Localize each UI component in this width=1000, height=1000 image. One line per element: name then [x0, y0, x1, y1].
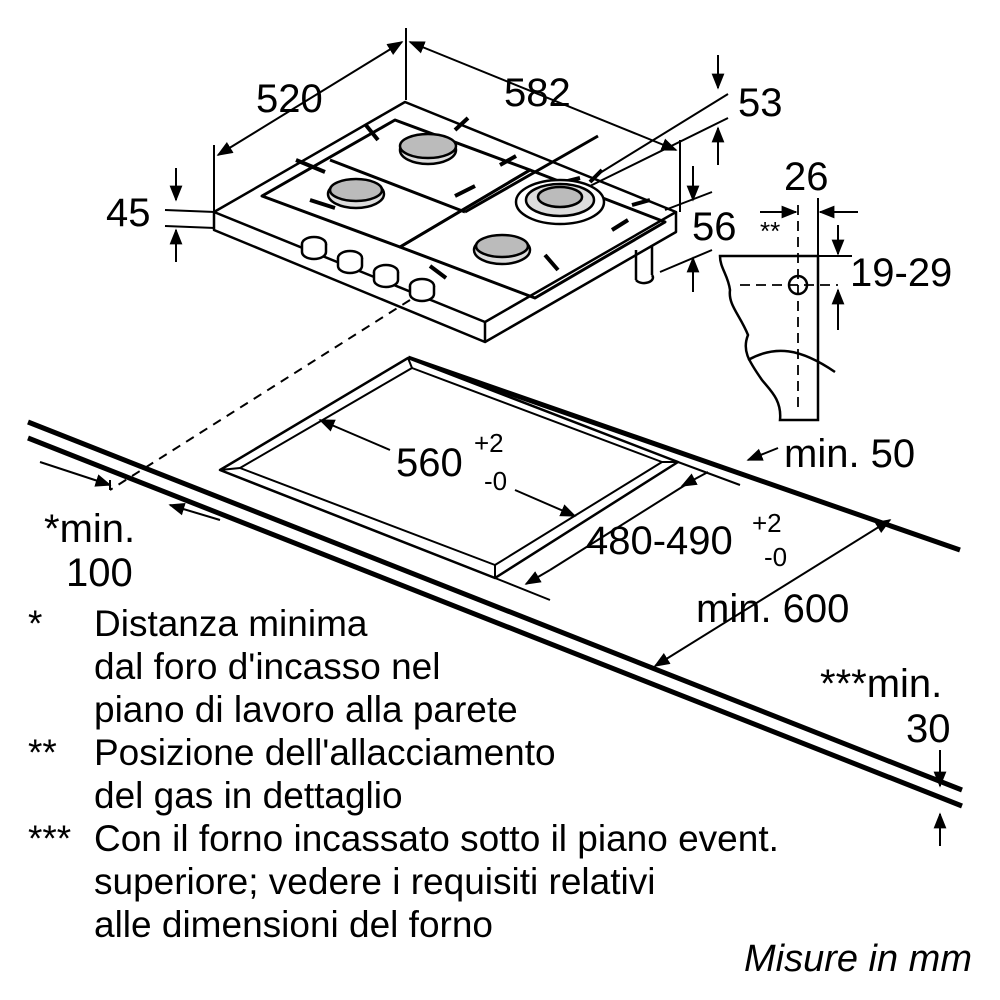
dim-gas-height: 19-29: [850, 251, 952, 295]
dim-min-depth: min. 600: [696, 587, 849, 631]
footnote-marker: ***: [28, 818, 72, 859]
dim-depth: 520: [256, 77, 323, 121]
dim-height: 45: [106, 191, 151, 235]
dim-wall-min-label: *min.: [44, 507, 135, 551]
dim-cutout-width-tol-minus: -0: [484, 466, 507, 496]
hob-dimension-lines: [164, 28, 729, 292]
footnotes: * Distanza minima dal foro d'incasso nel…: [28, 602, 968, 946]
footnote-wall-distance: * Distanza minima dal foro d'incasso nel…: [28, 602, 968, 731]
dim-oven-min-value: 30: [906, 707, 951, 751]
worktop-back-edge: [407, 355, 961, 553]
dim-min-back: min. 50: [784, 432, 915, 476]
hob-top-plate: [212, 100, 678, 324]
units-label: Misure in mm: [743, 938, 972, 980]
dim-side-height: 56: [692, 205, 737, 249]
footnote-text: Distanza minima dal foro d'incasso nel p…: [94, 603, 518, 730]
dim-cutout-width: 560: [396, 441, 463, 485]
footnote-marker: **: [28, 732, 57, 773]
worktop-front-edge-top: [27, 419, 963, 793]
control-knobs: [300, 235, 436, 303]
hob-profile-section: [718, 254, 820, 422]
gas-connection-detail: [718, 198, 858, 422]
footnote-text: Con il forno incassato sotto il piano ev…: [94, 818, 779, 945]
dim-top-offset: 53: [738, 81, 783, 125]
dim-cutout-depth: 480-490: [586, 519, 733, 563]
hob-front-edge: [212, 212, 487, 344]
hob: [212, 100, 678, 344]
dim-cutout-depth-tol-plus: +2: [752, 508, 782, 538]
worktop-dimension-lines: [39, 419, 947, 846]
dim-width: 582: [504, 71, 571, 115]
worktop-front-edge-bottom: [27, 435, 963, 809]
hob-grate-right: [398, 168, 667, 300]
burner-front-right: [472, 233, 532, 266]
dim-gas-marker: **: [760, 216, 780, 246]
footnote-marker: *: [28, 603, 43, 644]
footnote-oven: *** Con il forno incassato sotto il pian…: [28, 817, 968, 946]
footnote-text: Posizione dell'allacciamento del gas in …: [94, 732, 556, 816]
dim-gas-offset: 26: [784, 155, 829, 199]
dim-wall-min-value: 100: [66, 551, 133, 595]
dim-cutout-depth-tol-minus: -0: [764, 542, 787, 572]
dim-oven-min-label: ***min.: [820, 662, 942, 706]
gas-connector: [634, 245, 655, 285]
dim-cutout-width-tol-plus: +2: [474, 428, 504, 458]
footnote-gas-connection: ** Posizione dell'allacciamento del gas …: [28, 731, 968, 817]
worktop: [27, 299, 963, 809]
burner-back-left: [398, 132, 458, 166]
burner-back-right: [514, 178, 606, 226]
burner-front-left: [326, 177, 386, 210]
